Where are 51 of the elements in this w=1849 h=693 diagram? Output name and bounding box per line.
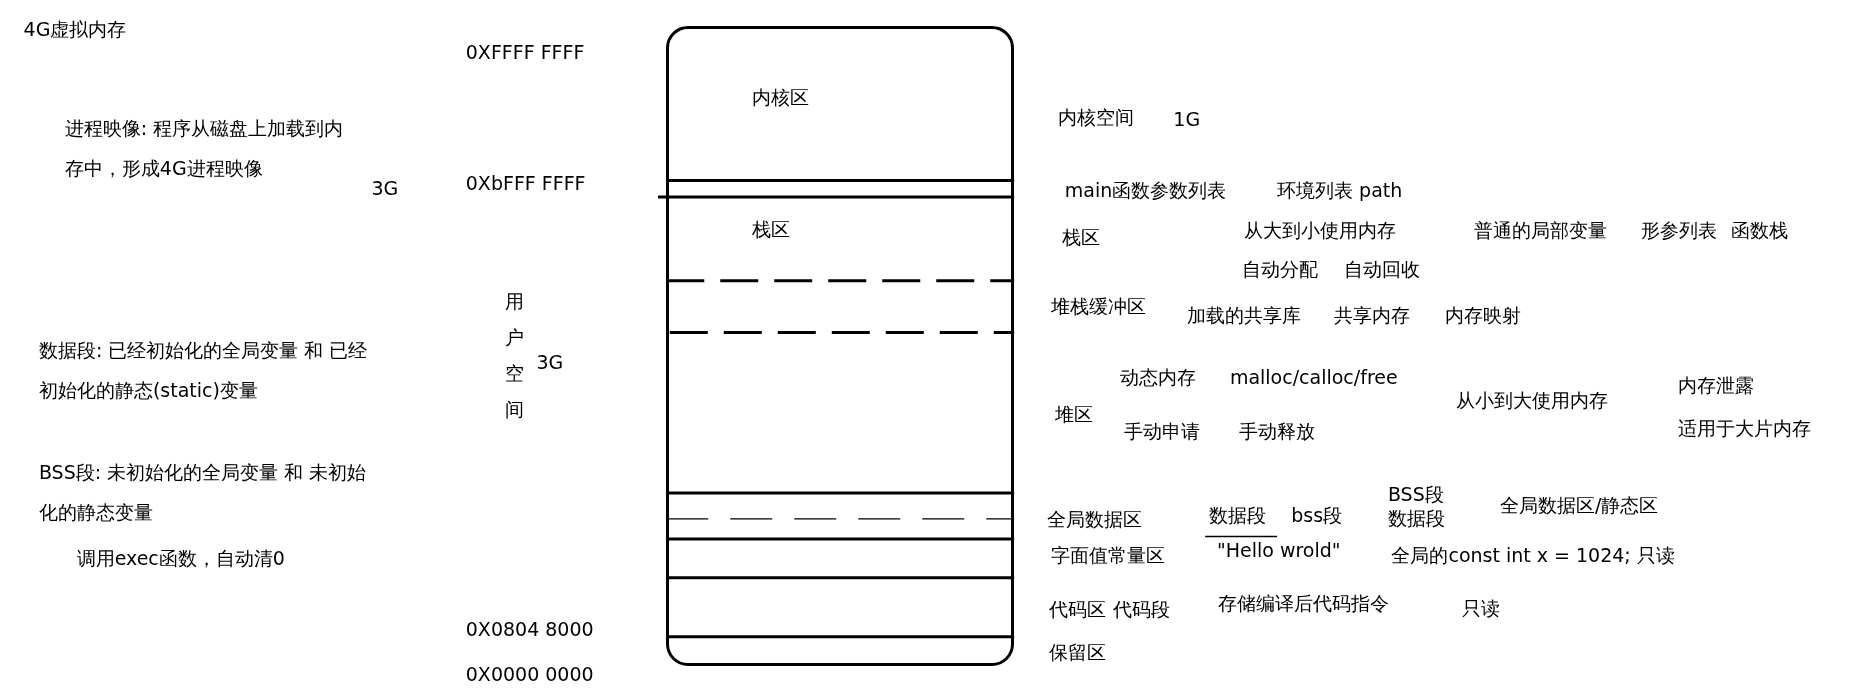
- note-text: 形参列表: [1641, 219, 1718, 243]
- note-text: 调用exec函数，自动清0: [76, 547, 285, 570]
- note-text: 动态内存: [1120, 365, 1197, 389]
- region-label: 堆栈缓冲区: [1050, 294, 1146, 318]
- note-text: 内存映射: [1444, 304, 1521, 328]
- memory-column: [666, 25, 1015, 667]
- size-label: 1G: [1173, 108, 1201, 132]
- region-label: 代码区 代码段: [1049, 597, 1170, 621]
- address-label: 0XFFFF FFFF: [465, 41, 585, 65]
- note-text: 数据段: [1387, 507, 1445, 530]
- size-label: 3G: [536, 351, 564, 375]
- note-text: BSS段: [1387, 483, 1444, 507]
- note-text: 数据段: [1208, 503, 1266, 527]
- address-label: 0XbFFF FFFF: [465, 172, 586, 195]
- note-text: 进程映像: 程序从磁盘上加载到内存中，形成4G进程映像: [64, 116, 345, 182]
- region-label: 内核区: [751, 85, 809, 109]
- note-text: 只读: [1462, 596, 1501, 620]
- note-text: 内存泄露: [1678, 373, 1754, 397]
- address-label: 0X0804 8000: [465, 617, 594, 641]
- region-label: 用户空间: [504, 289, 525, 422]
- size-label: 3G: [371, 176, 399, 200]
- note-text: 手动申请: [1123, 419, 1200, 443]
- note-text: 函数栈: [1731, 219, 1789, 243]
- region-label: 堆区: [1055, 403, 1094, 427]
- note-text: 全局数据区/静态区: [1499, 494, 1659, 517]
- region-label: 全局数据区: [1047, 508, 1143, 532]
- note-text: 自动回收: [1344, 258, 1421, 282]
- region-label: 内核空间: [1057, 106, 1134, 129]
- note-text: 共享内存: [1333, 304, 1410, 328]
- region-label: 栈区: [751, 217, 790, 241]
- region-label: 栈区: [1062, 226, 1101, 250]
- note-text: main函数参数列表: [1064, 179, 1227, 203]
- note-text: "Hello wrold": [1216, 538, 1341, 562]
- note-text: 存储编译后代码指令: [1218, 591, 1390, 615]
- note-text: 适用于大片内存: [1678, 417, 1811, 441]
- title-text: 4G虚拟内存: [23, 17, 127, 41]
- note-text: 普通的局部变量: [1474, 219, 1607, 243]
- note-text: BSS段: 未初始化的全局变量 和 未初始化的静态变量: [38, 459, 367, 525]
- note-text: malloc/calloc/free: [1229, 365, 1398, 389]
- note-text: bss段: [1291, 503, 1343, 527]
- note-text: 自动分配: [1241, 258, 1318, 282]
- note-text: 从小到大使用内存: [1456, 389, 1609, 412]
- address-label: 0X0000 0000: [465, 662, 594, 686]
- note-text: 从大到小使用内存: [1244, 219, 1397, 243]
- note-text: 数据段: 已经初始化的全局变量 和 已经初始化的静态(static)变量: [38, 338, 369, 404]
- note-text: 手动释放: [1239, 419, 1316, 443]
- region-label: 字面值常量区: [1050, 543, 1165, 567]
- note-text: 加载的共享库: [1187, 304, 1302, 328]
- note-text: 环境列表 path: [1277, 179, 1403, 203]
- region-label: 保留区: [1049, 641, 1107, 665]
- note-text: 全局的const int x = 1024; 只读: [1391, 543, 1675, 567]
